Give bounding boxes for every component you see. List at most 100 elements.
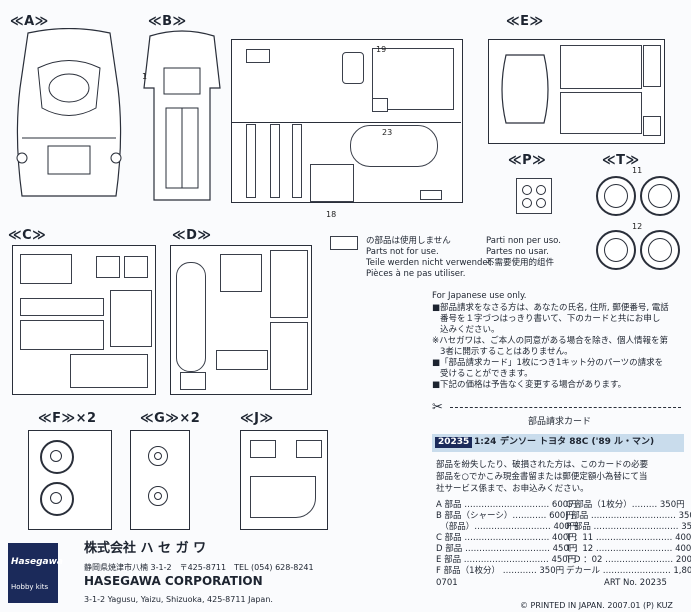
socket-hole	[536, 185, 546, 195]
price-left: E 部品 ………………………… 450円	[436, 555, 577, 565]
part-d-unused-11	[270, 322, 308, 390]
wheel-hub	[50, 450, 62, 462]
section-label-c: ≪C≫	[8, 228, 47, 243]
tire-rim	[604, 238, 628, 262]
price-right: T ：12 ……………………… 400円	[566, 544, 691, 554]
section-label-e: ≪E≫	[506, 14, 544, 29]
part-e-panel-2	[560, 45, 642, 89]
price-left: （部品）……………………… 400円	[436, 522, 579, 532]
part-c-7	[70, 354, 148, 388]
order-intro: 社サービス係まで、お申込みください。	[436, 484, 589, 494]
product-name: デンソー トヨタ 88C ('89 ル・マン)	[500, 437, 655, 447]
legend-right-2: 不需要使用的组件	[486, 258, 555, 268]
part-dashboard	[372, 48, 454, 110]
tire-11b	[640, 176, 680, 216]
price-right: G 部品（1枚分）……… 350円	[566, 500, 685, 510]
price-right: T ：11 ……………………… 400円	[566, 533, 691, 543]
price-right: デカール …………………… 1,800円	[566, 566, 691, 576]
part-e-window	[501, 54, 549, 124]
parts-sprue-f	[28, 430, 112, 530]
part-j-1	[250, 440, 276, 458]
product-code: 20235	[435, 437, 473, 448]
price-left: D 部品 ………………………… 450円	[436, 544, 578, 554]
japan-notice-line: ■「部品請求カード」1枚につき1キット分のパーツの請求を	[432, 358, 664, 368]
parts-sprue-g	[130, 430, 190, 530]
japan-notice-line: 番号を１字づつはっきり書いて、下のカードと共にお申し	[440, 314, 661, 324]
part-d-9	[216, 350, 268, 370]
tire-rim	[604, 184, 628, 208]
sprue-divider	[231, 122, 461, 123]
japan-notice-title: For Japanese use only.	[432, 291, 527, 301]
part-e-unused-11	[643, 45, 661, 87]
section-label-j: ≪J≫	[240, 411, 274, 426]
scissors-icon: ✂	[432, 400, 443, 415]
section-label-t: ≪T≫	[602, 153, 640, 168]
part-e-panel-3	[560, 92, 642, 134]
section-label-g: ≪G≫×2	[140, 411, 201, 426]
part-unused-33	[420, 190, 442, 200]
company-address-en: 3-1-2 Yagusu, Yaizu, Shizuoka, 425-8711 …	[84, 595, 273, 604]
legend-left-0: の部品は使用しません	[366, 236, 451, 246]
wheel-hub	[154, 452, 162, 460]
order-footer-code: 0701	[436, 578, 458, 588]
section-label-f: ≪F≫×2	[38, 411, 97, 426]
part-number: 23	[382, 128, 393, 137]
price-left: C 部品 ………………………… 400円	[436, 533, 577, 543]
legend-left-2: Teile werden nicht verwendet.	[366, 258, 494, 268]
part-a-body-drawing	[16, 28, 122, 197]
part-number: 18	[326, 210, 337, 219]
part-floor	[350, 125, 438, 167]
wheel-hub	[154, 492, 162, 500]
printed-notice: © PRINTED IN JAPAN. 2007.01 (P) KUZ	[520, 601, 673, 610]
part-c-3	[124, 256, 148, 278]
socket-hole	[522, 198, 532, 208]
part-c-4	[20, 298, 104, 316]
part-unused-20	[372, 98, 388, 112]
order-card-title-bar	[432, 434, 684, 452]
japan-notice-line: ■部品請求をなさる方は、あなたの氏名, 住所, 郵便番号, 電話	[432, 303, 669, 313]
price-right: P 部品 ………………………… 350円	[566, 522, 691, 532]
price-right: J 部品 ………………………… 350円	[566, 511, 691, 521]
part-number: 12	[632, 222, 643, 231]
order-intro: 部品を○でかこみ現金書留または郵便定額小為替にて当	[436, 472, 648, 482]
part-d-8	[220, 254, 262, 292]
order-intro: 部品を紛失したり、破損された方は、このカードの必要	[436, 460, 649, 470]
japan-notice-line: 3者に開示することはありません。	[440, 347, 573, 357]
cut-line	[450, 407, 681, 408]
socket-hole	[522, 185, 532, 195]
art-number: ART No. 20235	[604, 578, 667, 588]
japan-notice-line: ■下記の価格は予告なく変更する場合があります。	[432, 380, 627, 390]
legend-swatch	[330, 236, 358, 250]
part-number: 1	[142, 72, 148, 81]
part-d-3	[180, 372, 206, 390]
company-name-jp: 株式会社 ハ セ ガ ワ	[84, 541, 207, 556]
part-b-chassis-drawing	[143, 30, 221, 201]
legend-right-1: Partes no usar.	[486, 247, 549, 257]
logo-sub-text: Hobby kits	[11, 583, 49, 591]
part-c-1	[20, 254, 72, 284]
part-j-3	[250, 476, 316, 518]
part-p-socket	[516, 178, 552, 214]
japan-notice-line: 受けることができます。	[440, 369, 533, 379]
part-grille	[246, 49, 270, 63]
section-label-a: ≪A≫	[10, 14, 49, 29]
legend-left-1: Parts not for use.	[366, 247, 439, 257]
wheel-hub	[50, 492, 62, 504]
section-label-b: ≪B≫	[148, 14, 187, 29]
part-d-unused-10	[270, 250, 308, 318]
part-c-unused-6	[110, 290, 152, 347]
part-bar-2	[270, 124, 280, 198]
section-label-d: ≪D≫	[172, 228, 212, 243]
order-card-heading: 部品請求カード	[528, 417, 592, 427]
part-number: 19	[376, 45, 387, 54]
price-left: B 部品（シャーシ）………… 600円	[436, 511, 574, 521]
price-left: A 部品 ………………………… 600円	[436, 500, 577, 510]
japan-notice-line: ※ハセガワは、ご本人の同意がある場合を除き、個人情報を第	[432, 336, 669, 346]
tire-rim	[648, 184, 672, 208]
section-label-p: ≪P≫	[508, 153, 547, 168]
part-unused-18	[310, 164, 354, 202]
part-j-2	[296, 440, 322, 458]
part-c-5	[20, 320, 104, 350]
product-scale: 1:24	[474, 437, 497, 447]
price-left: F 部品（1枚分） ………… 350円	[436, 566, 565, 576]
